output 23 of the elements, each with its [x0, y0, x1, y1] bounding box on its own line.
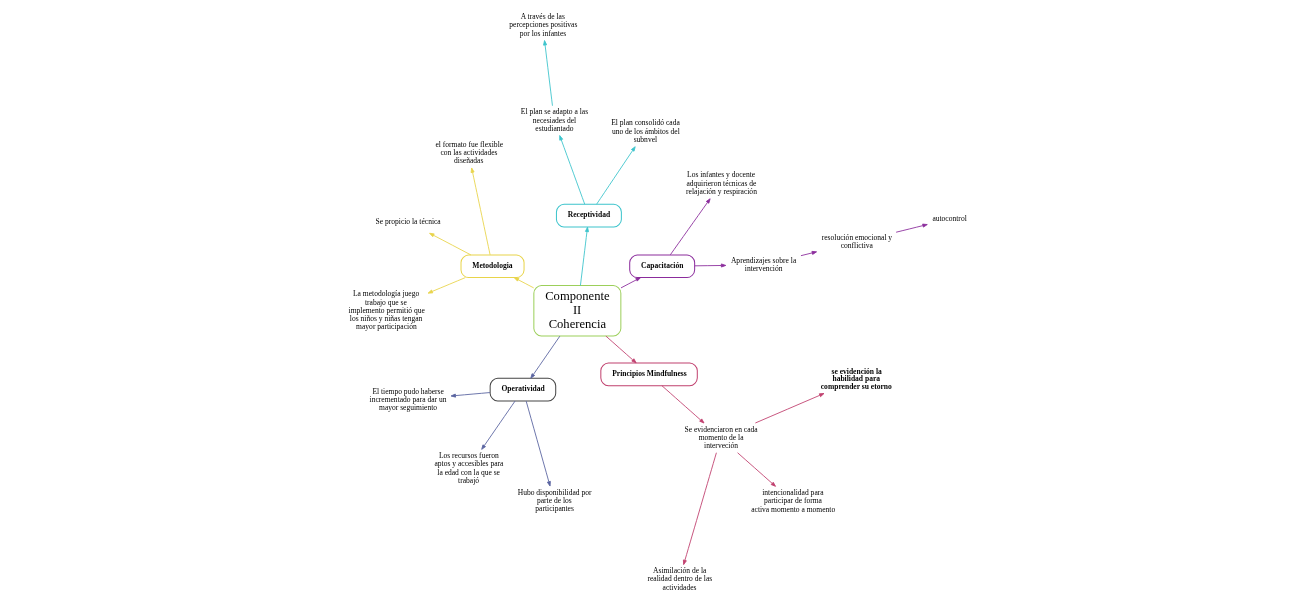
- arrow: [542, 40, 553, 107]
- arrow: [427, 277, 466, 294]
- arrow: [682, 452, 717, 566]
- arrow: [660, 385, 704, 424]
- arrow: [470, 167, 491, 256]
- node-box: Componente II Coherencia: [532, 285, 621, 337]
- arrow: [736, 452, 776, 487]
- arrow: [800, 250, 817, 257]
- arrow: [754, 393, 824, 424]
- arrow: [895, 223, 928, 233]
- arrow: [604, 335, 637, 364]
- arrow: [693, 263, 726, 268]
- arrow: [529, 335, 560, 379]
- arrow: [579, 226, 589, 286]
- arrow: [620, 277, 641, 289]
- arrow: [669, 198, 711, 256]
- arrow: [428, 232, 471, 256]
- arrow: [450, 392, 490, 398]
- arrow: [558, 135, 585, 205]
- arrow: [525, 400, 551, 487]
- arrow: [480, 400, 515, 450]
- arrow: [595, 146, 636, 205]
- arrow: [513, 277, 534, 289]
